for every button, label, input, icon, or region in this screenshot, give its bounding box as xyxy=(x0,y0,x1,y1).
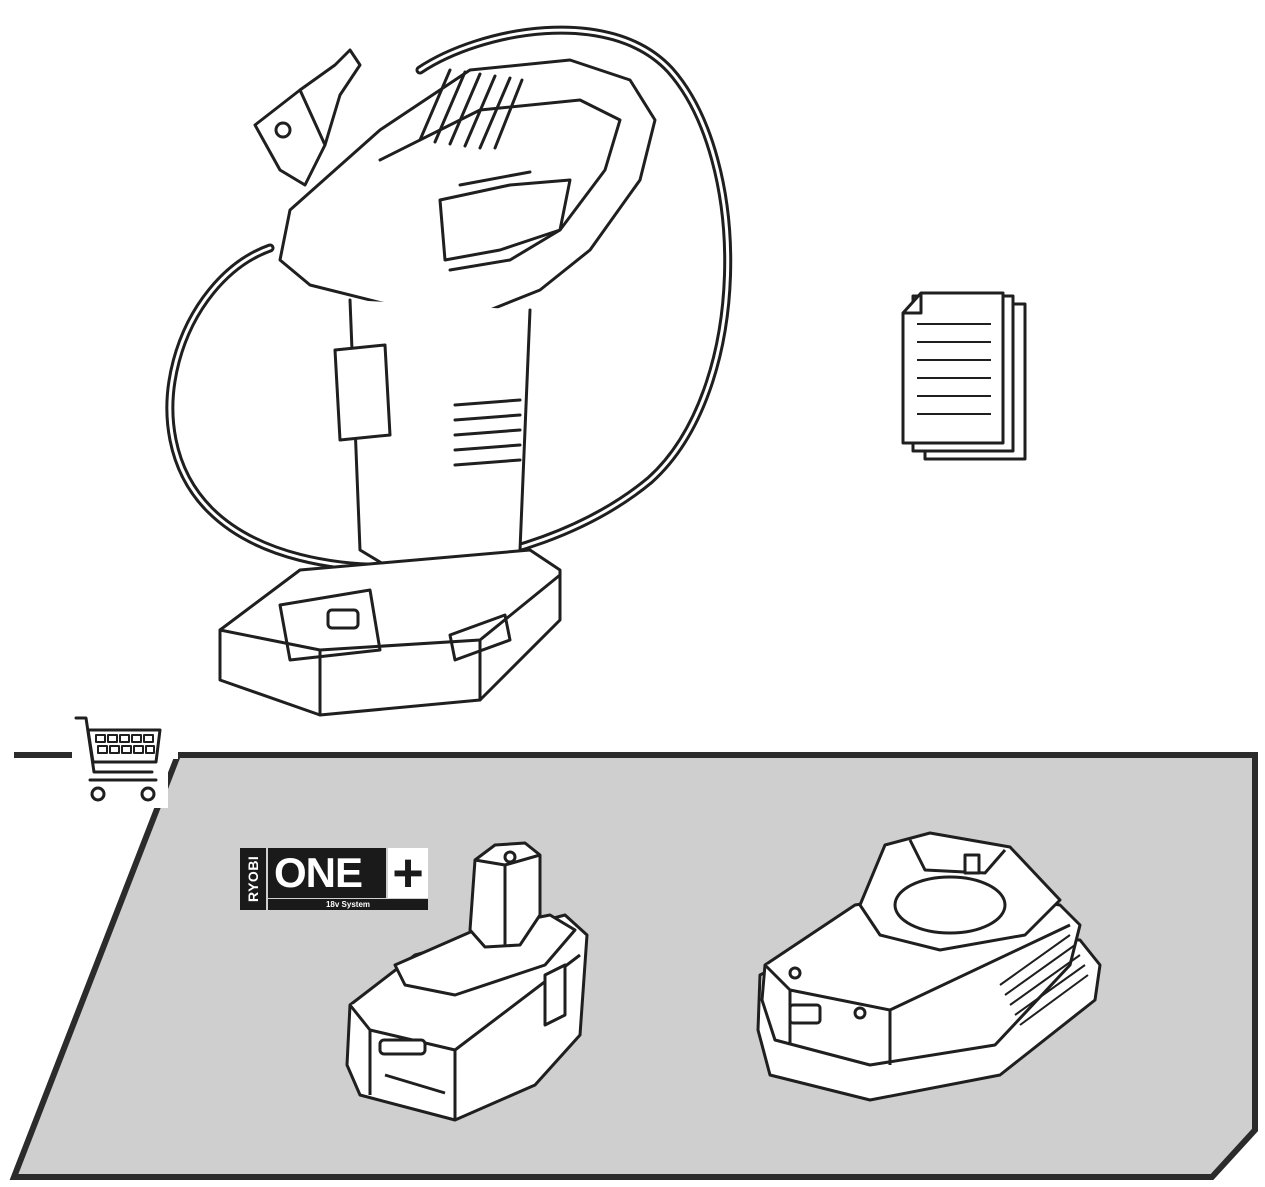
logo-ryobi-text: RYOBI xyxy=(240,848,266,910)
logo-system-text: 18v System xyxy=(268,899,428,910)
battery-illustration xyxy=(335,835,595,1125)
documents-icon xyxy=(895,288,1035,463)
shopping-cart-icon xyxy=(72,712,168,808)
logo-plus-sign: + xyxy=(388,846,428,900)
inflator-illustration xyxy=(150,10,740,725)
one-plus-logo: RYOBI ONE + 18v System xyxy=(240,846,430,910)
logo-one-text: ONE xyxy=(268,848,386,898)
charger-illustration xyxy=(750,825,1105,1105)
